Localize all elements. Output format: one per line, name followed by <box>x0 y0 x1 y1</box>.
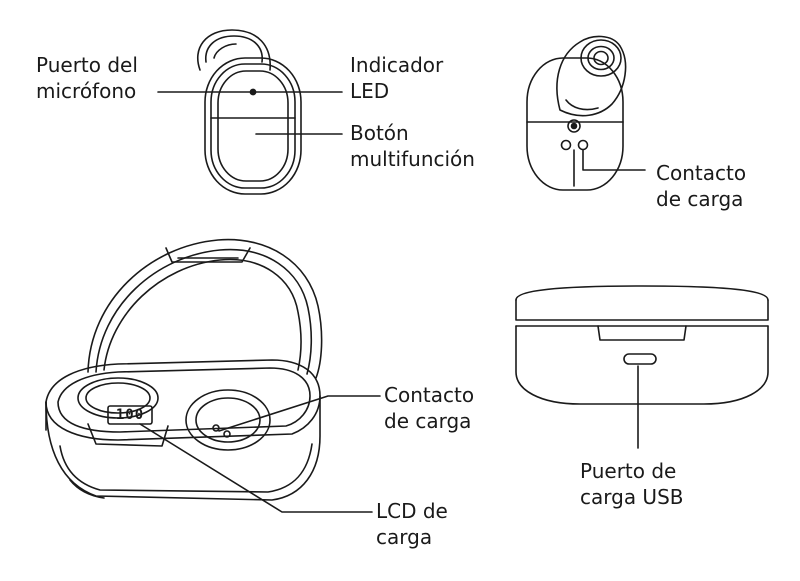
charging-case-open <box>45 238 323 501</box>
label-multifunction-button: Botón multifunción <box>350 121 475 171</box>
leader-lcd <box>139 423 373 513</box>
lcd-value: 100 <box>115 407 145 423</box>
label-lcd: LCD de carga <box>376 499 448 549</box>
charge-pin <box>577 139 589 151</box>
label-case-charge-contact: Contacto de carga <box>384 383 475 433</box>
charge-pin <box>560 139 572 151</box>
case-charge-pin <box>212 424 220 432</box>
usb-port <box>623 353 657 365</box>
label-earbud-charge-contact: Contacto de carga <box>656 161 747 211</box>
label-mic-port: Puerto del micrófono <box>36 53 138 103</box>
case-charge-pin <box>223 430 231 438</box>
label-usb-port: Puerto de carga USB <box>580 459 684 509</box>
earbud-front <box>197 29 302 195</box>
leader-earbud-contact-b <box>582 149 646 171</box>
leader-case-contact <box>218 395 381 432</box>
label-led: Indicador LED <box>350 53 444 103</box>
led-dot <box>249 88 257 96</box>
charging-case-closed <box>515 285 769 405</box>
lcd-screen <box>107 405 153 425</box>
earbud-back <box>526 35 627 191</box>
lcd-digits: 100 <box>108 405 152 425</box>
